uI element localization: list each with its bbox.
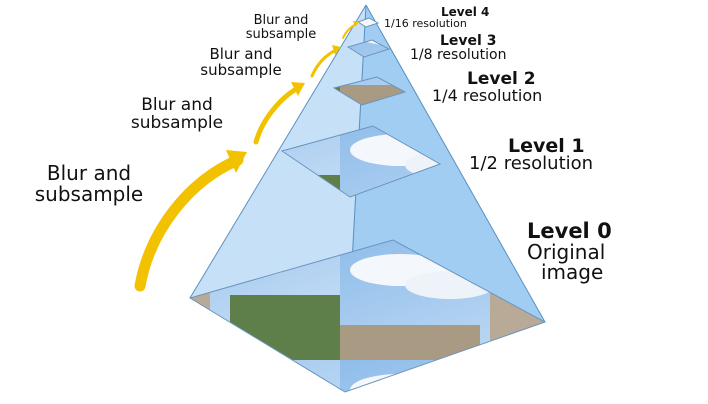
blur-subsample-label-3: Blur and subsample	[176, 45, 306, 79]
blur-subsample-line2: subsample	[200, 60, 282, 79]
arrow-blur-subsample-1	[134, 154, 244, 292]
level-4-subtitle: 1/16 resolution	[384, 17, 467, 30]
blur-subsample-line1: Blur and	[141, 95, 213, 115]
blur-subsample-label-1: Blur and subsample	[4, 163, 174, 205]
arrow-blur-subsample-2	[253, 85, 301, 145]
blur-subsample-line1: Blur and	[253, 13, 309, 28]
level-3-image	[346, 39, 391, 58]
level-1-title: Level 1	[508, 135, 585, 157]
pyramid-edge-left	[189, 4, 367, 299]
level-4-title: Level 4	[441, 5, 490, 19]
blur-subsample-label-4: Blur and subsample	[226, 14, 336, 41]
arrow-head-4	[353, 21, 359, 27]
pyramid-edge-right	[365, 4, 546, 323]
level-3-title: Level 3	[440, 33, 497, 49]
arrow-head-1	[226, 150, 247, 173]
level-1-subtitle: 1/2 resolution	[469, 153, 594, 174]
level-4-image	[356, 17, 380, 28]
level-2-image	[332, 76, 407, 106]
blur-subsample-line2: subsample	[34, 182, 144, 206]
blur-subsample-line2: subsample	[245, 26, 317, 42]
blur-subsample-line1: Blur and	[209, 45, 273, 63]
arrow-head-3	[332, 45, 341, 55]
arrow-head-2	[291, 82, 305, 96]
level-1-image	[280, 125, 442, 198]
level-0-title: Level 0	[527, 219, 612, 243]
blur-subsample-label-2: Blur and subsample	[102, 95, 252, 133]
level-0-image	[188, 239, 547, 393]
level-0-subtitle-line2: image	[541, 260, 604, 284]
level-2-title: Level 2	[467, 69, 536, 89]
level-3-subtitle: 1/8 resolution	[410, 47, 507, 63]
level-2-subtitle: 1/4 resolution	[432, 86, 543, 105]
blur-subsample-line1: Blur and	[46, 161, 132, 185]
blur-subsample-line2: subsample	[130, 112, 224, 133]
level-0-subtitle-line1: Original	[527, 240, 606, 264]
